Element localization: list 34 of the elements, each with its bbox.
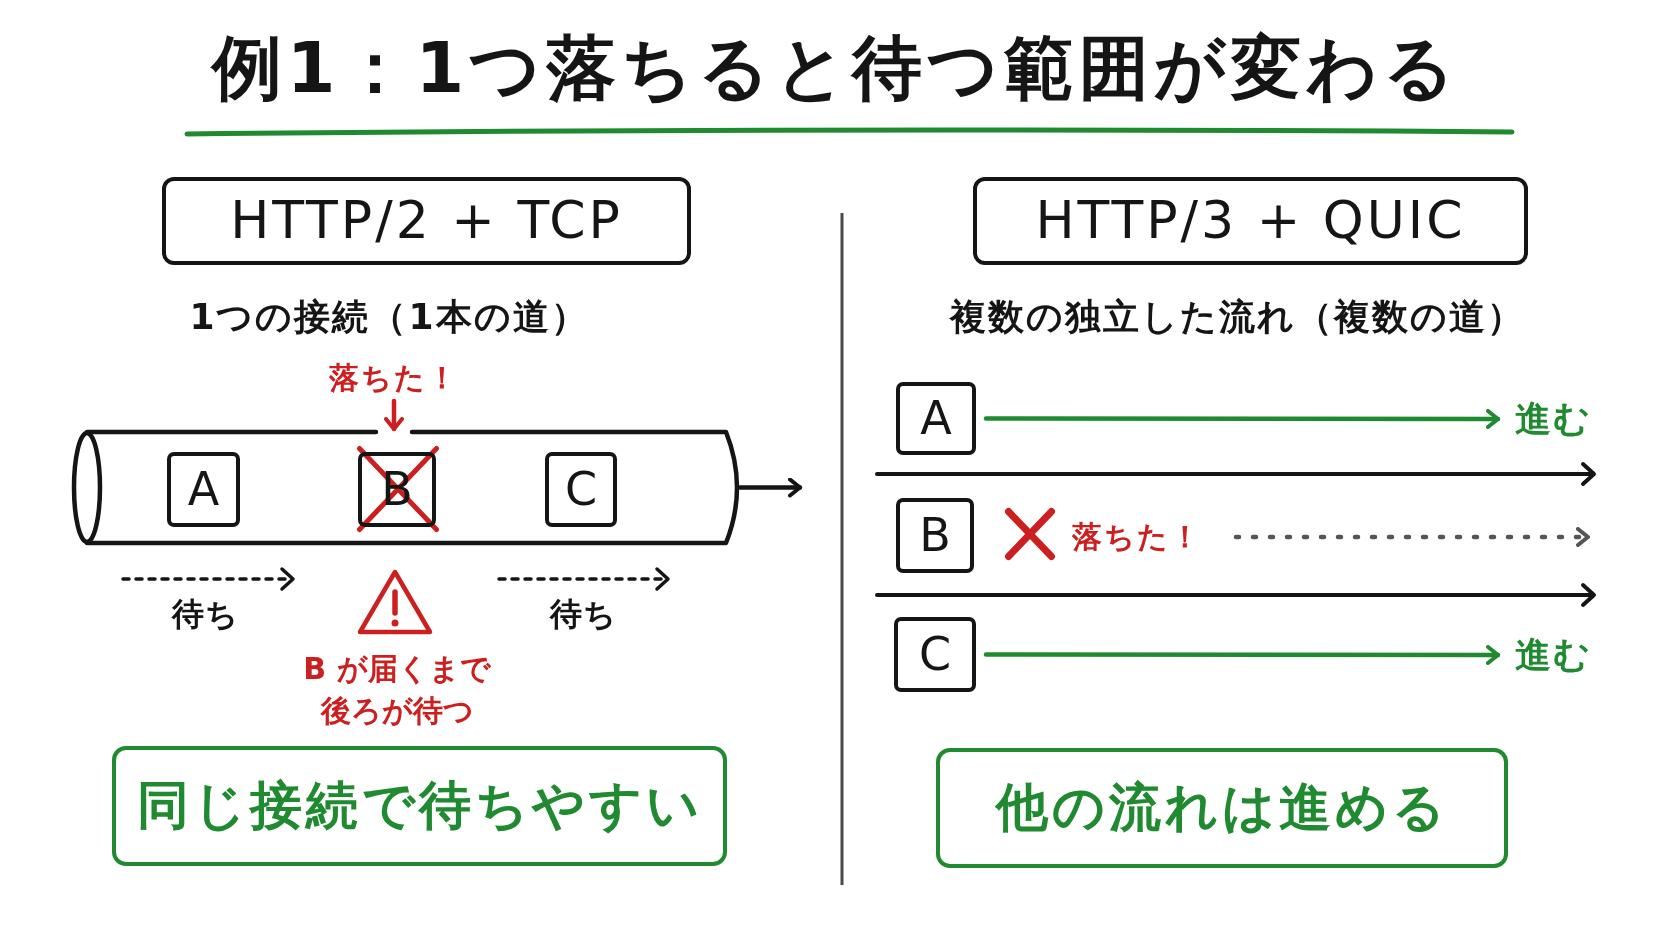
packet-box	[896, 382, 976, 455]
status-text: 落ちた！	[1072, 517, 1202, 557]
summary-box	[112, 746, 727, 866]
packet-label: C	[564, 463, 598, 516]
arrow	[983, 645, 1501, 665]
dotted-arrow	[1233, 527, 1591, 547]
warning-note: B が届くまで後ろが待つ	[302, 650, 492, 730]
packet-label: A	[920, 392, 952, 445]
wait-label: 待ち	[171, 594, 239, 635]
packet-label: C	[918, 628, 952, 681]
wait-label: 待ち	[549, 594, 617, 635]
heading-box	[162, 177, 691, 265]
status-text: 落ちた！	[324, 358, 464, 398]
arrow	[384, 398, 404, 432]
pipe-cylinder	[70, 429, 740, 546]
packet-box	[896, 498, 974, 573]
summary-box	[936, 748, 1508, 868]
packet-box	[167, 452, 240, 527]
packet-box	[545, 452, 617, 527]
packet-label: B	[919, 509, 951, 562]
summary-text: 同じ接続で待ちやすい	[136, 776, 703, 836]
arrow	[737, 477, 803, 498]
summary-text: 他の流れは進める	[995, 778, 1449, 838]
status-text: 進む	[1508, 397, 1598, 441]
heading-box	[973, 177, 1528, 265]
status-text: 進む	[1508, 633, 1598, 677]
title: 例1：1つ落ちると待つ範囲が変わる	[211, 26, 1461, 110]
subtitle: 複数の独立した流れ（複数の道）	[949, 295, 1525, 339]
heading-text: HTTP/2 + TCP	[230, 191, 623, 251]
subtitle: 1つの接続（1本の道）	[189, 295, 589, 339]
packet-label: A	[187, 463, 220, 516]
arrow	[983, 409, 1501, 429]
packet-box	[894, 617, 976, 692]
heading-text: HTTP/3 + QUIC	[1035, 191, 1466, 251]
